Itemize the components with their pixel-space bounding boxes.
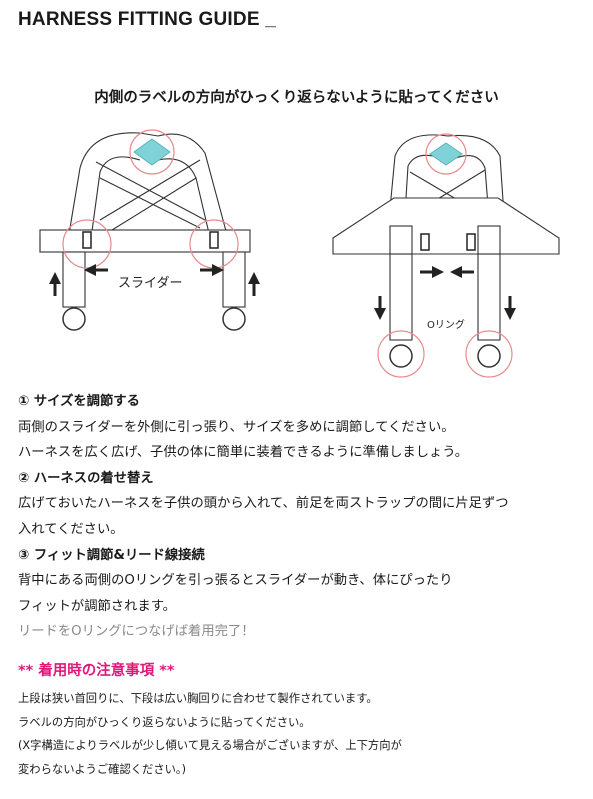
guide-title: HARNESS FITTING GUIDE _ bbox=[18, 9, 276, 30]
caution-line: ラベルの方向がひっくり返らないように貼ってください。 bbox=[18, 715, 311, 729]
harness-diagram: スライダー Oリング bbox=[39, 129, 560, 378]
harness-left-figure bbox=[39, 132, 251, 308]
ring-highlight-circle-right-b bbox=[465, 330, 513, 378]
harness-right-figure bbox=[332, 134, 560, 341]
instruction-steps: ① サイズを調節する 両側のスライダーを外側に引っ張り、サイズを多めに調節してく… bbox=[18, 389, 590, 645]
o-ring-right-b bbox=[477, 344, 501, 368]
slider-left-a bbox=[82, 231, 92, 249]
slider-right-b bbox=[466, 233, 476, 251]
label-highlight-circle-left bbox=[129, 129, 175, 175]
caution-line: (X字構造によりラベルが少し傾いて見える場合がございますが、上下方向が bbox=[18, 739, 402, 752]
step-3-muted-note: リードをOリングにつなげば着用完了！ bbox=[18, 624, 255, 640]
label-highlight-circle-right bbox=[425, 133, 467, 175]
step-2-heading: ② ハーネスの着せ替え bbox=[18, 470, 154, 486]
step-1-line: 両側のスライダーを外側に引っ張り、サイズを多めに調節してください。 bbox=[18, 419, 455, 435]
ring-highlight-circle-right-a bbox=[377, 330, 425, 378]
o-ring-left-b bbox=[222, 307, 246, 331]
o-ring-right-a bbox=[389, 344, 413, 368]
label-patch-right bbox=[429, 142, 463, 166]
step-2-line: 広げておいたハーネスを子供の頭から入れて、前足を両ストラップの間に片足ずつ bbox=[18, 496, 509, 512]
caution-line: 上段は狭い首回りに、下段は広い胸回りに合わせて製作されています。 bbox=[18, 692, 378, 705]
caution-title: ** 着用時の注意事項 ** bbox=[18, 663, 175, 679]
slider-label: スライダー bbox=[118, 276, 182, 291]
label-direction-instruction: 内側のラベルの方向がひっくり返らないように貼ってください bbox=[94, 90, 499, 106]
step-1-line: ハーネスを広く広げ、子供の体に簡単に装着できるように準備しましょう。 bbox=[18, 445, 469, 461]
step-3-line: フィットが調節されます。 bbox=[18, 598, 176, 614]
step-1-heading: ① サイズを調節する bbox=[18, 394, 140, 409]
step-3-heading: ③ フィット調節&リード線接続 bbox=[18, 547, 205, 563]
slider-right-a bbox=[420, 233, 430, 251]
label-patch-left bbox=[133, 138, 171, 166]
ring-label: Oリング bbox=[427, 318, 465, 331]
o-ring-left-a bbox=[62, 307, 86, 331]
step-3-line: 背中にある両側のOリングを引っ張るとスライダーが動き、体にぴったり bbox=[18, 573, 453, 589]
caution-line: 変わらないようご確認ください。) bbox=[18, 762, 186, 776]
slider-left-b bbox=[209, 231, 219, 249]
caution-notes: 上段は狭い首回りに、下段は広い胸回りに合わせて製作されています。 ラベルの方向が… bbox=[18, 687, 402, 781]
step-2-line: 入れてください。 bbox=[18, 521, 124, 537]
